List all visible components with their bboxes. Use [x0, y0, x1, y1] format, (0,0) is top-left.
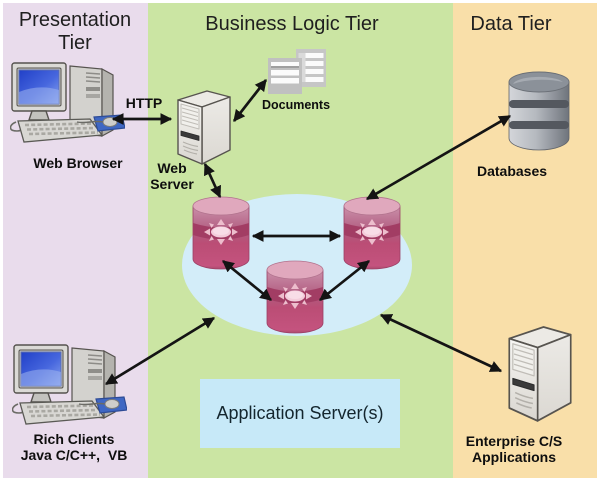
rich-clients-label: Rich Clients Java C/C++, VB: [21, 431, 128, 463]
documents-label: Documents: [261, 98, 331, 112]
rich-clients-label-line1: Rich Clients: [33, 431, 115, 447]
web-server-label: Web Server: [142, 160, 202, 192]
web-server-icon: [177, 90, 231, 165]
enterprise-apps-label: Enterprise C/S Applications: [466, 433, 562, 465]
business-logic-tier-title: Business Logic Tier: [205, 13, 379, 35]
application-servers-box: Application Server(s): [200, 379, 400, 448]
presentation-tier-title: Presentation Tier: [18, 9, 132, 54]
database-icon: [508, 71, 570, 151]
enterprise-apps-label-line2: Applications: [471, 449, 557, 465]
app-server-cylinder-bottom-icon: [266, 260, 324, 334]
rich-clients-label-line2: Java C/C++, VB: [20, 447, 128, 463]
enterprise-server-icon: [508, 326, 572, 422]
documents-icon: [268, 49, 326, 94]
application-servers-label: Application Server(s): [216, 403, 384, 423]
web-browser-label: Web Browser: [33, 155, 123, 171]
app-server-cylinder-left-icon: [192, 196, 250, 270]
rich-clients-computer-icon: [12, 343, 127, 426]
web-browser-computer-icon: [10, 61, 125, 144]
enterprise-apps-label-line1: Enterprise C/S: [465, 433, 563, 449]
web-server-label-text: Web Server: [150, 160, 194, 192]
http-label: HTTP: [125, 95, 163, 111]
databases-label: Databases: [476, 163, 548, 179]
data-tier-title: Data Tier: [470, 13, 552, 35]
app-server-cylinder-right-icon: [343, 196, 401, 270]
